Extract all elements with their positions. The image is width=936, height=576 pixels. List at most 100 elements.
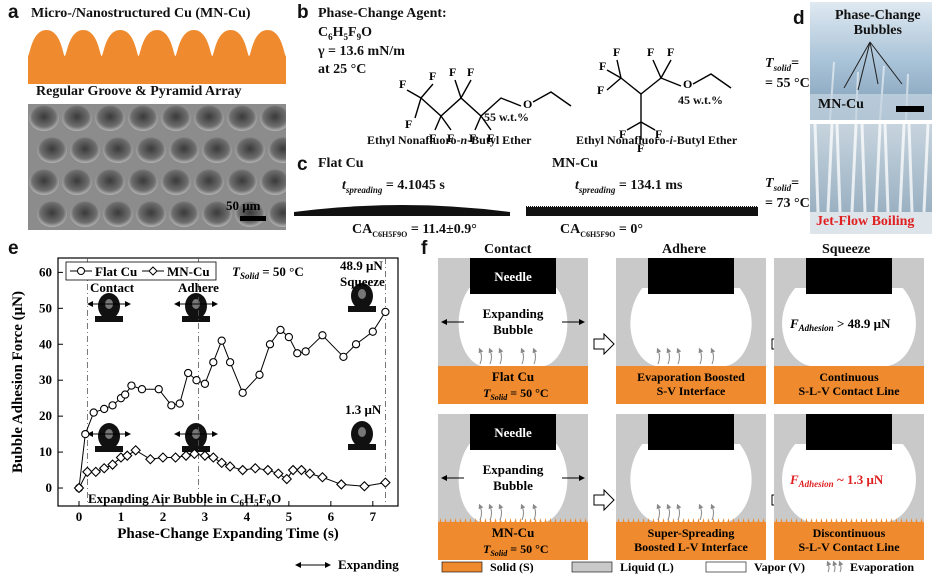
evaporation-legend-icon <box>826 560 832 573</box>
x-tick-label: 4 <box>244 509 251 524</box>
jet-flow-boiling-label: Jet-Flow Boiling <box>816 214 915 229</box>
data-point-mn-cu <box>237 464 248 476</box>
micro-pyramids <box>774 518 924 532</box>
interface-label: Evaporation Boosted <box>637 370 745 384</box>
data-point-flat-cu <box>200 379 210 388</box>
data-point-mn-cu <box>82 466 93 478</box>
data-point-mn-cu <box>317 471 328 483</box>
sem-pit <box>37 137 67 163</box>
interface-label: Discontinuous <box>813 526 886 540</box>
evaporation-arrow <box>498 503 504 521</box>
evaporation-arrow <box>498 347 504 365</box>
data-point-mn-cu <box>296 464 307 476</box>
copper-substrate <box>774 366 924 404</box>
data-point-mn-cu <box>73 482 85 494</box>
svg-text:F: F <box>429 131 436 145</box>
panel-e-label: e <box>8 238 19 259</box>
svg-text:F: F <box>667 45 674 59</box>
col-adhere: Adhere <box>662 242 707 257</box>
evaporation-arrow <box>698 347 704 365</box>
data-point-flat-cu <box>154 385 163 394</box>
vapor-bubble <box>458 444 568 522</box>
sem-pit <box>70 137 100 163</box>
data-point-mn-cu <box>380 477 391 488</box>
mol2-name: Ethyl Nonafluoro-i-Butyl Ether <box>576 133 738 147</box>
y-tick-label: 10 <box>39 444 52 459</box>
y-axis-label: Bubble Adhesion Force (μN) <box>10 291 26 473</box>
x-tick-label: 3 <box>202 509 209 524</box>
mol1-wt: 55 w.t.% <box>484 110 529 124</box>
interface-label: Continuous <box>819 370 879 384</box>
vapor-jet <box>850 124 858 213</box>
data-point-flat-cu <box>255 370 264 379</box>
surface-tension: γ = 13.6 mN/m <box>318 44 405 59</box>
panel-c-label: c <box>297 154 308 175</box>
adhere-inset-flat <box>182 293 210 322</box>
data-point-mn-cu <box>208 452 219 463</box>
adhesion-force-label: FAdhesion > 48.9 μN <box>789 316 891 333</box>
tsolid-55-value: = 55 °C <box>765 76 810 91</box>
data-point-flat-cu <box>81 429 90 439</box>
x-tick-label: 7 <box>370 509 377 524</box>
vapor-bubble <box>782 288 916 366</box>
sem-pit <box>62 169 92 195</box>
vapor-jet <box>898 124 906 213</box>
adhere-inset-mn <box>182 423 210 452</box>
sem-pit <box>103 137 133 163</box>
substrate-temp: TSolid = 50 °C <box>483 542 549 558</box>
chart-tsolid: TSolid = 50 °C <box>232 264 304 281</box>
data-point-flat-cu <box>284 332 294 342</box>
svg-text:F: F <box>405 117 412 131</box>
contact-inset-flat <box>95 293 123 322</box>
evaporation-legend-icon <box>838 560 844 573</box>
interface-label: S-L-V Contact Line <box>798 384 900 398</box>
data-point-mn-cu <box>262 464 274 476</box>
panel-a-label: a <box>8 2 19 23</box>
legend-mn-cu: MN-Cu <box>167 264 210 279</box>
svg-text:F: F <box>447 131 454 145</box>
needle <box>806 414 892 450</box>
data-point-flat-cu <box>121 390 130 399</box>
sem-pit <box>136 137 166 163</box>
data-point-mn-cu <box>287 464 299 476</box>
evaporation-arrow <box>710 347 716 365</box>
data-point-flat-cu <box>209 358 218 367</box>
sem-pit <box>227 169 257 195</box>
vapor-jet <box>874 124 882 213</box>
interface-label: S-V Interface <box>657 384 726 398</box>
svg-text:F: F <box>597 83 604 97</box>
data-point-flat-cu <box>276 325 285 335</box>
bubble-label: Expanding <box>483 306 544 321</box>
evaporation-arrow <box>478 503 484 521</box>
data-point-flat-cu <box>100 404 109 414</box>
vapor-jet <box>907 124 914 213</box>
tsolid-73-value: = 73 °C <box>765 196 810 211</box>
data-point-flat-cu <box>175 399 184 408</box>
sem-pit <box>169 201 199 227</box>
data-point-flat-cu <box>127 381 136 390</box>
sem-pit <box>202 201 232 227</box>
mncu-spreading-time: tspreading = 134.1 ms <box>575 178 683 195</box>
process-arrow <box>593 488 615 512</box>
phase-change-bubbles-label: Phase-Change Bubbles <box>835 8 921 38</box>
x-tick-label: 2 <box>160 509 167 524</box>
vapor-jet <box>826 124 834 213</box>
needle-label: Needle <box>494 269 532 284</box>
squeeze-inset-mn <box>348 421 376 450</box>
panel-a-subtitle: Regular Groove & Pyramid Array <box>36 84 242 99</box>
data-point-flat-cu <box>238 388 247 397</box>
interface-label: S-L-V Contact Line <box>798 540 900 554</box>
adhere-label: Adhere <box>178 280 219 295</box>
data-point-mn-cu <box>157 452 169 463</box>
needle <box>648 414 734 450</box>
contact-inset-mn <box>95 423 123 452</box>
legend-item: Evaporation <box>850 560 914 574</box>
evaporation-arrow <box>666 347 672 365</box>
sem-micrograph <box>28 104 286 230</box>
vapor-jet <box>860 124 867 213</box>
data-point-flat-cu <box>368 327 377 336</box>
data-point-flat-cu <box>381 307 390 317</box>
